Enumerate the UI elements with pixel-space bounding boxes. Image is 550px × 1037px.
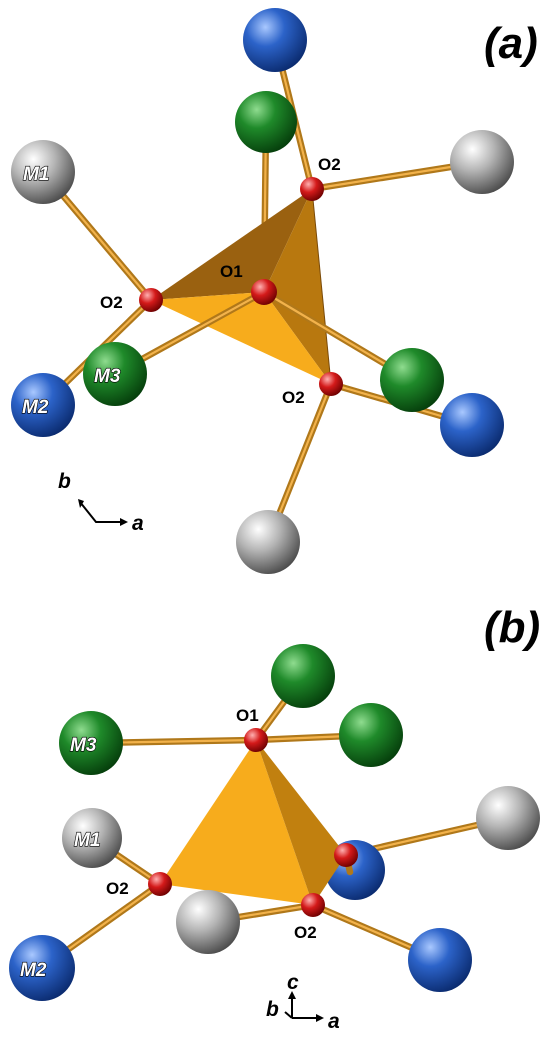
panel-a-label: (a) bbox=[484, 19, 538, 68]
o2-label: O2 bbox=[294, 923, 317, 942]
tetrahedron-edge bbox=[311, 188, 332, 385]
o2-label: O2 bbox=[100, 293, 123, 312]
m3-atom-labeled bbox=[83, 342, 147, 406]
axis-a-arrowhead bbox=[120, 518, 128, 526]
panel-a-oxygens bbox=[139, 177, 343, 396]
m3-label: M3 bbox=[94, 366, 121, 387]
m1-atom bbox=[176, 890, 240, 954]
m3-atom bbox=[271, 644, 335, 708]
o2-atom bbox=[148, 872, 172, 896]
panel-a-axes: b a bbox=[58, 470, 144, 535]
tetrahedron-face-back bbox=[151, 189, 312, 300]
m2-atom-labeled bbox=[9, 935, 75, 1001]
o2-label: O2 bbox=[282, 388, 305, 407]
m1-atom bbox=[450, 130, 514, 194]
m1-label: M1 bbox=[23, 164, 49, 185]
o2-label: O2 bbox=[106, 879, 129, 898]
o1-atom bbox=[244, 728, 268, 752]
o1-label: O1 bbox=[220, 262, 243, 281]
axis-a-label: a bbox=[132, 512, 144, 535]
m2-atom bbox=[408, 928, 472, 992]
o1-atom bbox=[251, 279, 277, 305]
m2-atom-labeled bbox=[11, 373, 75, 437]
panel-b-oxygens bbox=[148, 728, 358, 917]
o2-atom bbox=[139, 288, 163, 312]
tetrahedron-face-right bbox=[256, 740, 346, 905]
axis-c-label: c bbox=[287, 971, 299, 994]
m3-atom bbox=[339, 703, 403, 767]
o2-atom bbox=[300, 177, 324, 201]
o2-atom bbox=[319, 372, 343, 396]
o1-label: O1 bbox=[236, 706, 259, 725]
m2-atom bbox=[243, 8, 307, 72]
axis-c-arrowhead bbox=[288, 991, 296, 999]
tetrahedron-face-right bbox=[264, 189, 331, 384]
m2-label: M2 bbox=[20, 960, 47, 981]
panel-a-tetrahedron bbox=[151, 188, 332, 385]
axis-b-label: b bbox=[266, 998, 279, 1021]
m1-atom bbox=[476, 786, 540, 850]
m3-atom bbox=[235, 91, 297, 153]
panel-a: (a) bbox=[11, 8, 538, 574]
axis-b-label: b bbox=[58, 470, 71, 493]
axis-b-arrowhead bbox=[78, 499, 84, 508]
m1-atom bbox=[236, 510, 300, 574]
axis-b-line bbox=[284, 1011, 293, 1019]
m1-label: M1 bbox=[74, 830, 100, 851]
axis-a-label: a bbox=[328, 1010, 340, 1033]
m2-atom bbox=[440, 393, 504, 457]
m1-atom-labeled bbox=[11, 140, 75, 204]
panel-b: (b) bbox=[9, 603, 540, 1033]
panel-a-atoms bbox=[11, 8, 514, 574]
panel-b-label: (b) bbox=[484, 603, 540, 652]
m3-atom bbox=[380, 348, 444, 412]
o2-atom bbox=[334, 843, 358, 867]
panel-b-atoms bbox=[9, 644, 540, 1001]
panel-b-axes: c b a bbox=[266, 971, 340, 1033]
o2-atom bbox=[301, 893, 325, 917]
m2-label: M2 bbox=[22, 397, 49, 418]
o2-label: O2 bbox=[318, 155, 341, 174]
m3-label: M3 bbox=[70, 735, 97, 756]
panel-b-tetrahedron bbox=[160, 740, 346, 905]
axis-arrows bbox=[79, 501, 122, 523]
tetrahedron-face-left bbox=[160, 740, 313, 905]
axis-a-arrowhead bbox=[316, 1014, 324, 1022]
m1-atom-labeled bbox=[62, 808, 122, 868]
m3-atom-labeled bbox=[59, 711, 123, 775]
tetrahedron-face-front bbox=[151, 292, 331, 384]
